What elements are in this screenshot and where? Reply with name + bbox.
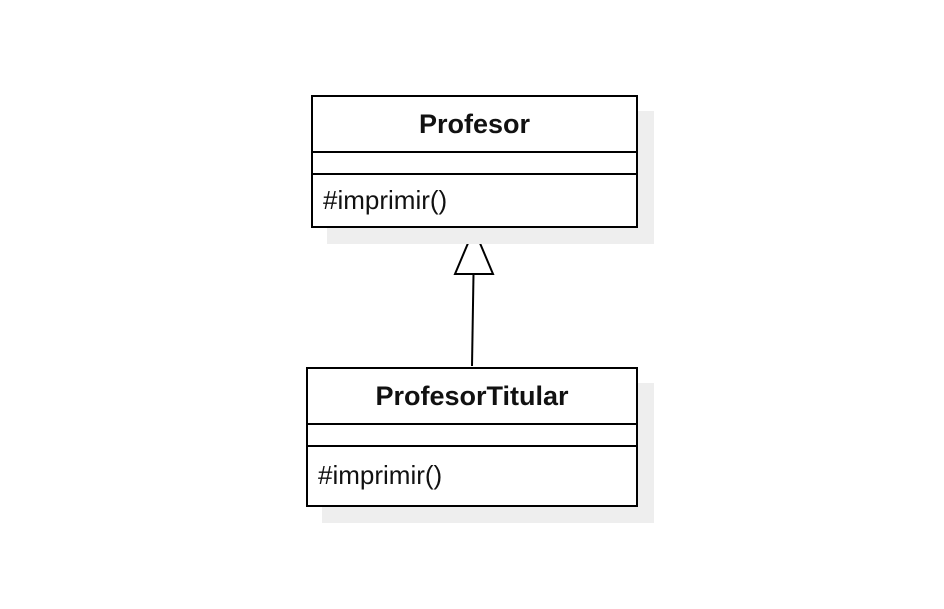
class-attributes-compartment (313, 153, 636, 175)
class-box-profesor[interactable]: Profesor #imprimir() (311, 95, 638, 228)
class-box-profesor-titular[interactable]: ProfesorTitular #imprimir() (306, 367, 638, 507)
inheritance-line (471, 273, 475, 367)
class-attributes-compartment (308, 425, 636, 447)
inheritance-arrowhead-icon (453, 226, 495, 275)
class-method: #imprimir() (323, 185, 448, 215)
class-name: ProfesorTitular (308, 369, 636, 425)
class-name: Profesor (313, 97, 636, 153)
class-method: #imprimir() (318, 459, 443, 490)
